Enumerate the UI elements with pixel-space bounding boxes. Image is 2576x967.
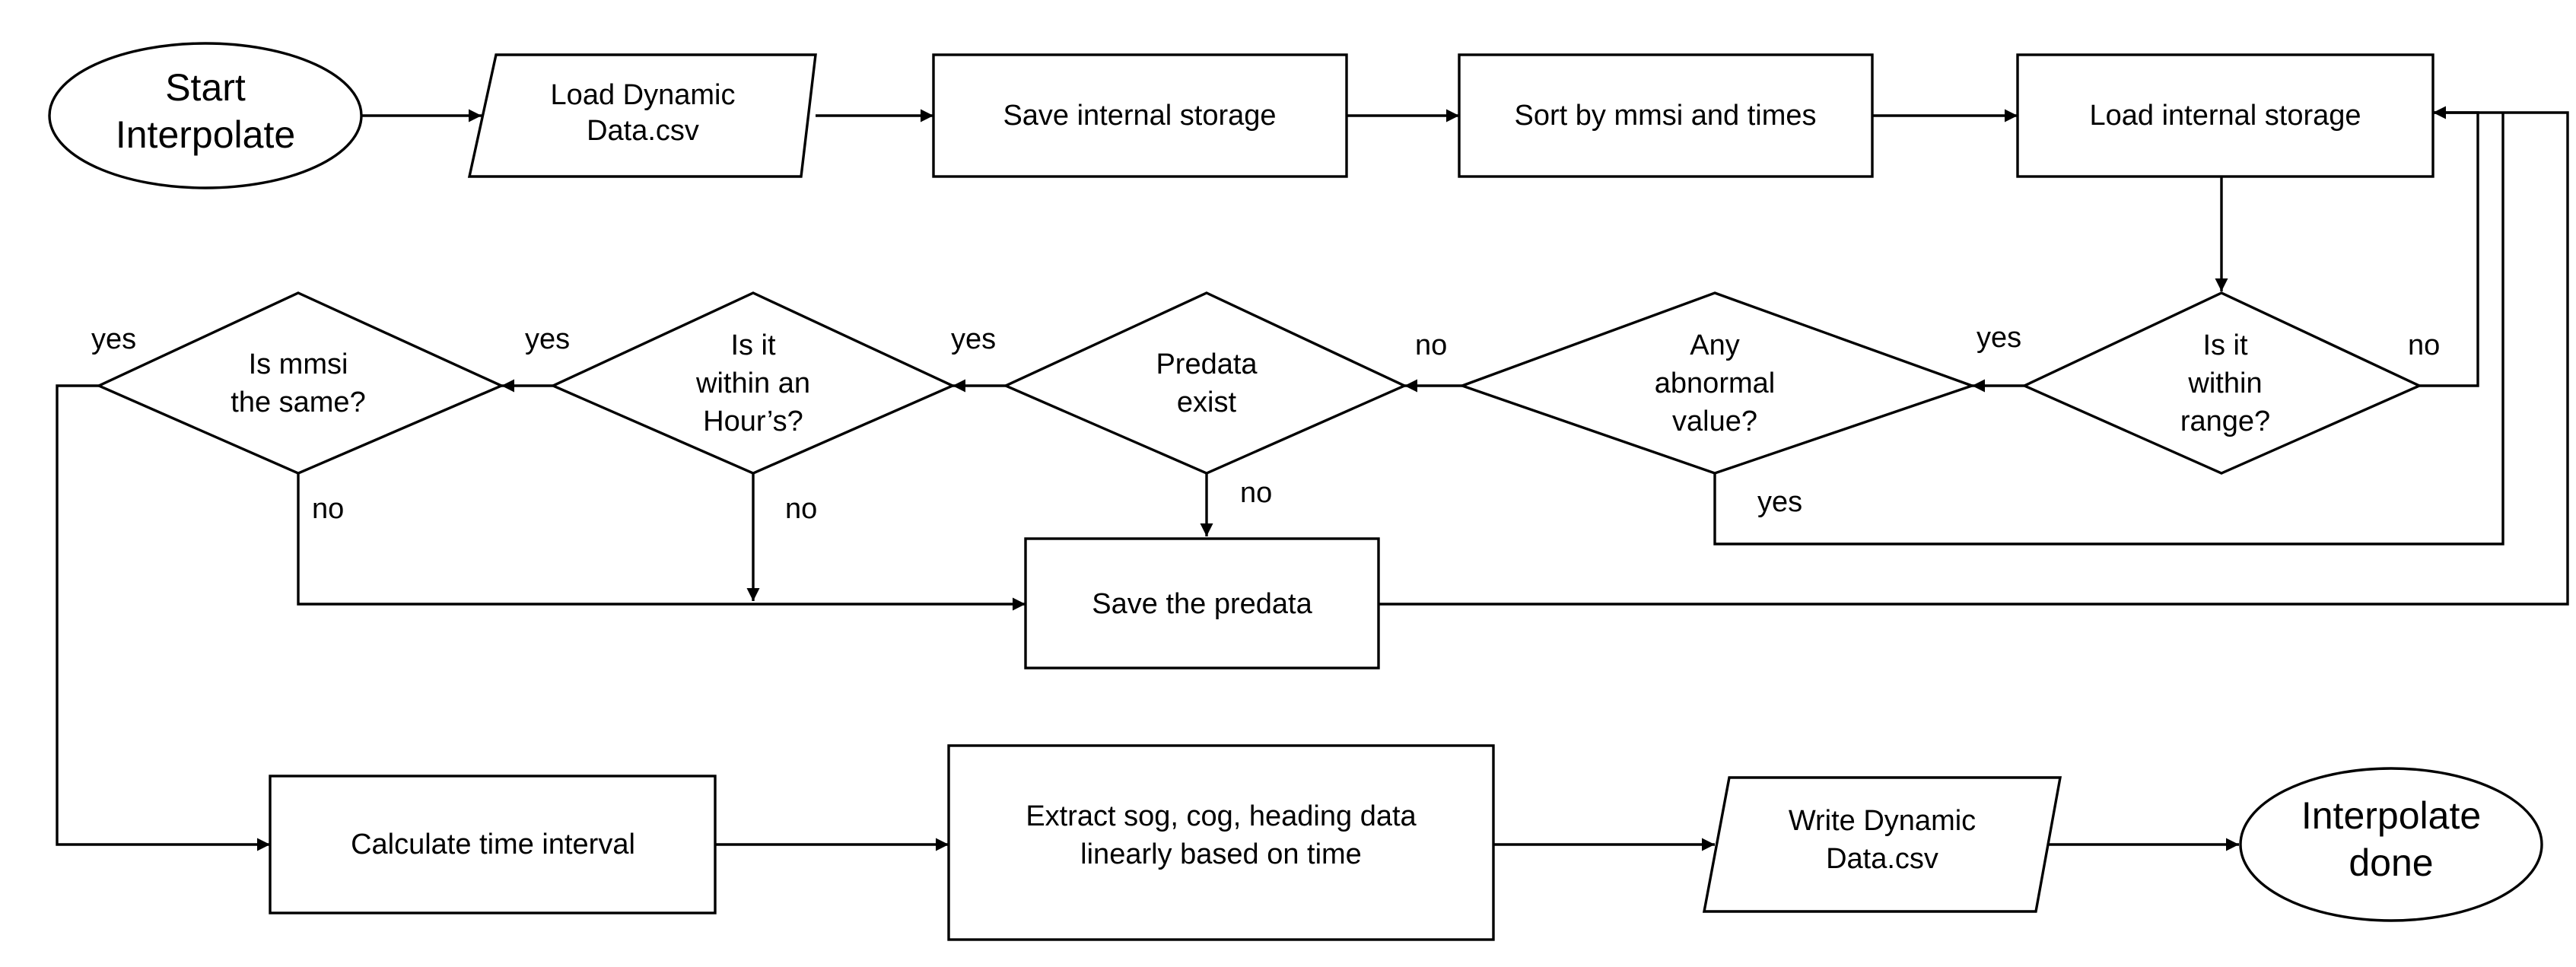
node-calc-interval: Calculate time interval: [269, 775, 717, 915]
same-mmsi-label-line-2: the same?: [231, 386, 365, 418]
node-same-mmsi: Is mmsi the same?: [95, 291, 505, 475]
abnormal-label-line-2: abnormal: [1655, 367, 1775, 399]
node-done: Interpolate done: [2239, 767, 2543, 922]
within-hour-label-line-2: within an: [695, 367, 810, 399]
edge-same-mmsi-no: [297, 473, 1026, 611]
load-csv-label-line-1: Load Dynamic: [551, 79, 736, 111]
label-within-hour-yes: yes: [525, 323, 570, 355]
label-abnormal-no: no: [1415, 329, 1447, 361]
done-label-line-2: done: [2349, 841, 2433, 884]
save-storage-label: Save internal storage: [1003, 100, 1276, 132]
abnormal-label-line-3: value?: [1672, 406, 1757, 437]
write-csv-label-line-1: Write Dynamic: [1789, 805, 1976, 837]
label-same-mmsi-no: no: [312, 493, 344, 525]
label-predata-exist-yes: yes: [951, 323, 996, 355]
within-hour-label-line-1: Is it: [730, 329, 776, 361]
node-in-range: Is it within range?: [2021, 291, 2423, 475]
predata-exist-label-line-2: exist: [1177, 386, 1237, 418]
node-save-storage: Save internal storage: [932, 53, 1348, 178]
in-range-label-line-2: within: [2187, 367, 2262, 399]
same-mmsi-label-line-1: Is mmsi: [249, 348, 348, 380]
label-predata-exist-no: no: [1240, 477, 1272, 509]
load-csv-label-line-2: Data.csv: [587, 115, 699, 147]
extract-label-line-1: Extract sog, cog, heading data: [1026, 800, 1417, 832]
node-predata-exist: Predata exist: [1002, 291, 1408, 475]
edge-labels: yes no yes no yes no no yes yes no: [91, 322, 2440, 525]
in-range-label-line-3: range?: [2180, 406, 2270, 437]
node-sort: Sort by mmsi and times: [1458, 53, 1874, 178]
abnormal-label-line-1: Any: [1690, 329, 1739, 361]
label-abnormal-yes: yes: [1757, 486, 1802, 518]
label-same-mmsi-yes: yes: [91, 323, 136, 355]
predata-exist-label-line-1: Predata: [1156, 348, 1258, 380]
node-extract: Extract sog, cog, heading data linearly …: [947, 744, 1495, 941]
within-hour-label-line-3: Hour’s?: [703, 406, 803, 437]
load-storage-label: Load internal storage: [2089, 100, 2361, 132]
node-load-csv: Load Dynamic Data.csv: [467, 53, 817, 178]
node-abnormal: Any abnormal value?: [1458, 291, 1977, 475]
node-save-predata: Save the predata: [1024, 537, 1380, 670]
edge-save-predata-loop: [1379, 111, 2569, 606]
start-label-line-1: Start: [165, 66, 246, 109]
save-predata-label: Save the predata: [1092, 588, 1312, 620]
calc-interval-label: Calculate time interval: [351, 829, 635, 860]
node-start: Start Interpolate: [48, 42, 363, 189]
label-within-hour-no: no: [785, 493, 817, 525]
start-label-line-2: Interpolate: [116, 113, 295, 156]
node-load-storage: Load internal storage: [2016, 53, 2434, 178]
edge-same-mmsi-yes: [56, 384, 270, 851]
label-in-range-yes: yes: [1977, 322, 2021, 354]
label-in-range-no: no: [2408, 329, 2440, 361]
node-within-hour: Is it within an Hour’s?: [549, 291, 956, 475]
edge-abnormal-yes-loop: [1713, 113, 2504, 546]
sort-label: Sort by mmsi and times: [1515, 100, 1817, 132]
done-label-line-1: Interpolate: [2301, 794, 2481, 837]
in-range-label-line-1: Is it: [2202, 329, 2248, 361]
node-write-csv: Write Dynamic Data.csv: [1702, 776, 2062, 913]
write-csv-label-line-2: Data.csv: [1826, 843, 1938, 875]
extract-label-line-2: linearly based on time: [1080, 838, 1362, 870]
edges: [56, 106, 2569, 851]
